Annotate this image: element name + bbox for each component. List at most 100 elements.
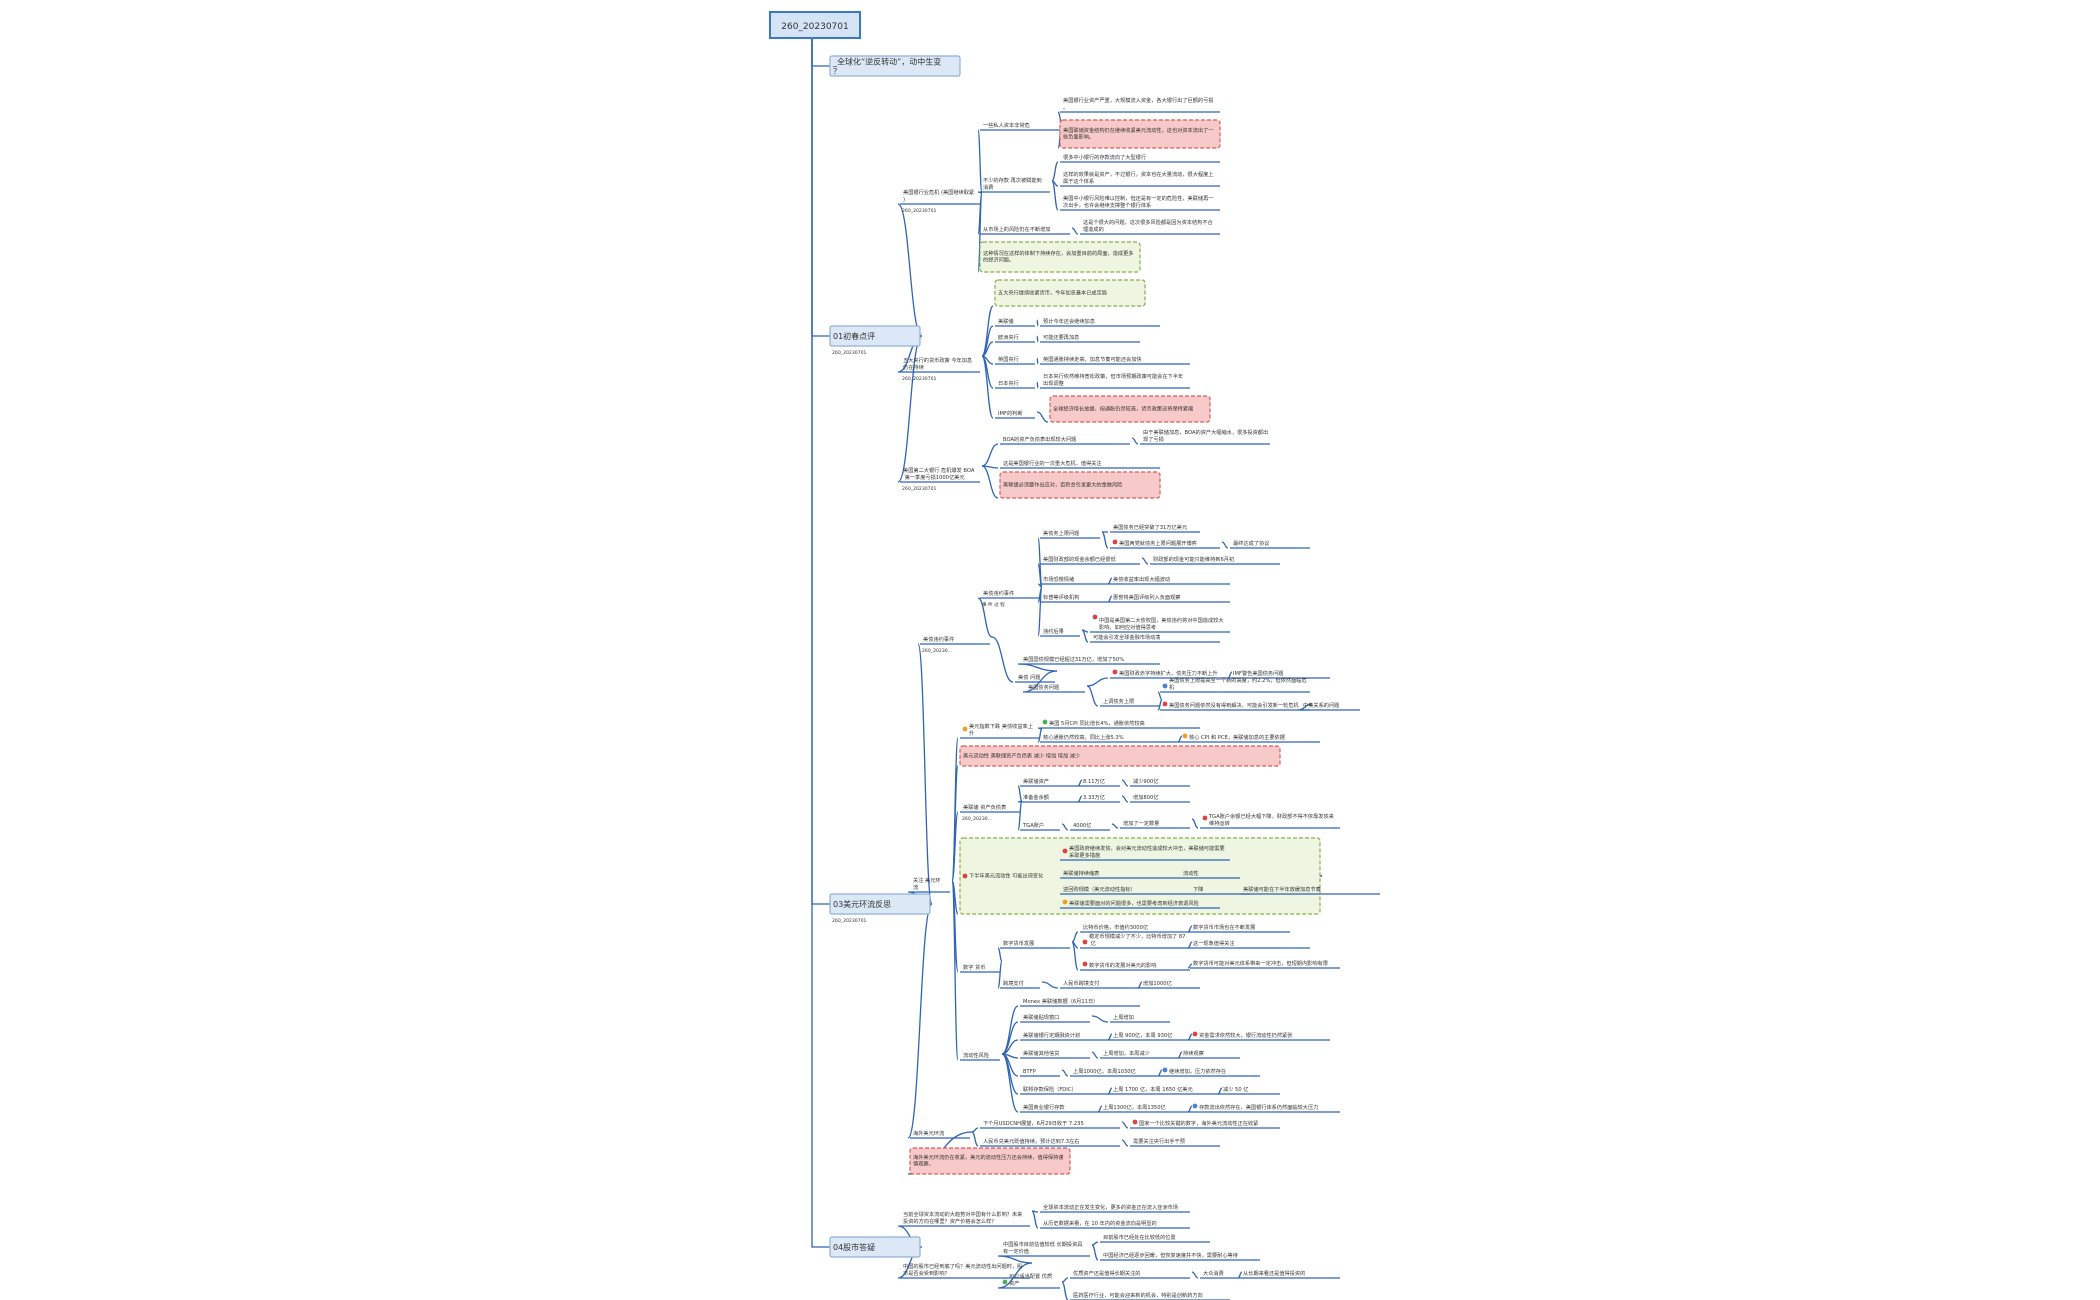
node-b2b3b2[interactable]: 增加800亿 [1130,793,1190,803]
node-b1b4[interactable]: 日本央行 [995,379,1035,389]
node-b2b3c3[interactable]: TGA账户余额已经大幅下降，财政部不得不依靠发债来维持运转 [1200,812,1340,829]
node-b2a1d[interactable]: 标普等评级机构 [1040,593,1110,603]
node-b3[interactable]: 04股市答疑 [829,1236,921,1258]
node-b2a1b1[interactable]: 财政部的现金可能只能维持到6月初 [1150,555,1280,565]
node-b2b6b1[interactable]: 上周 900亿，本周 930亿 [1110,1031,1190,1041]
node-b3b2a[interactable]: 优质资产还是值得长期关注的 [1070,1269,1190,1279]
node-b2b3[interactable]: 美联储 资产负债表260_20230... [960,803,1020,822]
node-b2b5a2[interactable]: 稳定币规模减少了不少，比特币增加了 87 亿 [1080,932,1190,949]
node-b3b2[interactable]: 可以适当配置 优质资产 [1000,1272,1060,1289]
node-b2b1[interactable]: 美元指数下跌 美债收益率上升 [960,722,1040,739]
node-b1c[interactable]: 美国第二大银行 危机爆发 BOA 第一季度亏损1000亿美元260_202307… [900,466,980,492]
node-b1a3a[interactable]: 这是个很大的问题，这次很多风险都是因为资本结构不合理造成的 [1080,218,1220,235]
node-b2b6e2[interactable]: 减少 50 亿 [1220,1085,1280,1095]
node-b2c1[interactable]: 下个月USDCNH展望，6月29日收于 7.235 [980,1119,1120,1129]
node-b2b3a1[interactable]: 8.11万亿 [1080,777,1120,787]
node-b2a1a1[interactable]: 美国债务已经突破了31万亿美元 [1110,523,1200,533]
node-b2b1b[interactable]: 核心通胀仍然较高，同比上涨5.3% [1040,733,1180,743]
node-b1a2b[interactable]: 这样的效果就是资产，不过银行，资本也在大量流动，很大程度上属于这个体系 [1060,170,1220,187]
node-b2b6e[interactable]: 联邦存款保险（FDIC） [1020,1085,1110,1095]
node-b2b4[interactable]: 下半年美元流动性 可能出现变化 [959,837,1321,915]
node-b2b5a3[interactable]: 数字货币的发展对美元的影响 [1080,961,1190,971]
node-b2b3c2[interactable]: 增加了一定数量 [1120,819,1190,829]
node-b1b2a[interactable]: 可能还要再加息 [1040,333,1140,343]
node-b2b6c2[interactable]: 持续观察 [1180,1049,1240,1059]
node-b2a2a[interactable]: 美国国债规模已经超过31万亿，增加了50% [1020,655,1160,665]
node-b2a1a2[interactable]: 美国两党就债务上限问题展开博弈 [1110,539,1220,549]
node-b2b6[interactable]: 流动性风险 [960,1051,1000,1061]
node-b1a3[interactable]: 从市场上的风险仍在不断增加 [980,225,1070,235]
node-b1a2[interactable]: 不少的存款 再次被赋能到消费 [980,176,1050,193]
node-b2b6e1[interactable]: 上周 1700 亿，本周 1650 亿美元 [1110,1085,1220,1095]
node-b1c1[interactable]: BOA的资产负债表出现较大问题 [1000,435,1130,445]
node-b2a1a2x[interactable]: 最终达成了协议 [1230,539,1310,549]
node-b1b1[interactable]: 美联储 [995,317,1035,327]
node-b2a1d1[interactable]: 惠誉将美国评级列入负面观察 [1110,593,1230,603]
node-b1b5a[interactable]: 全球经济增长放缓，但通胀仍然较高，货币政策还将保持紧缩 [1049,395,1211,423]
node-b1b2[interactable]: 欧洲央行 [995,333,1035,343]
node-b2b3b[interactable]: 准备金余额 [1020,793,1080,803]
node-b2a1a[interactable]: 美债务上限问题 [1040,529,1100,539]
node-b2a1e2[interactable]: 可能会引发全球金融市场动荡 [1090,633,1220,643]
node-b2a1c1[interactable]: 美债收益率出现大幅波动 [1110,575,1230,585]
node-b1a[interactable]: 美国银行业危机 (美国继续取紧)260_20230701 [900,188,980,214]
node-b1b3[interactable]: 英国央行 [995,355,1035,365]
node-b2b6c1[interactable]: 上周增加，本周减少 [1100,1049,1180,1059]
node-b3a2[interactable]: 从历史数据来看，在 10 年内的资金流向是明显的 [1040,1219,1190,1229]
node-b2b6b2[interactable]: 资金需求依然较大，银行流动性仍然紧张 [1190,1031,1330,1041]
node-b2a[interactable]: 美债违约事件260_20230... [920,635,990,654]
node-b2b4bx[interactable]: 流动性 [1180,869,1240,879]
node-b2a2b[interactable]: 美国债务问题 [1025,683,1085,693]
node-b3b1a[interactable]: 目前股市已经处在比较低的位置 [1100,1233,1210,1243]
node-b2b5b1x[interactable]: 增加1000亿 [1140,979,1200,989]
node-b2a2b2bx[interactable]: 中美关系的问题 [1300,701,1360,711]
node-b2b5a1[interactable]: 比特币价格，市值约3000亿 [1080,923,1190,933]
node-b1a2c[interactable]: 美国中小银行风险难以控制，但还是有一定的危险性，美联储再一次出手，也许会继续支撑… [1060,194,1220,211]
node-b2b3a2[interactable]: 减少900亿 [1130,777,1190,787]
node-b2b6t[interactable]: Monex 美联储数据（6月11日） [1020,997,1140,1007]
node-b2b5a[interactable]: 数字货币发展 [1000,939,1070,949]
root-node[interactable]: 260_20230701 [769,11,861,39]
node-b2b1a[interactable]: 美国 5月CPI 同比增长4%，通胀依然较高 [1040,719,1200,729]
node-b2b3c1[interactable]: 4000亿 [1070,821,1110,831]
node-b1a1a[interactable]: 美国银行业资产严重，大规模流入资金，各大银行出了巨额的亏损。 [1060,96,1220,113]
node-b2a1e[interactable]: 违约后果 [1040,627,1080,637]
node-b2b3a[interactable]: 美联储资产 [1020,777,1080,787]
node-b2b6d[interactable]: BTFP [1020,1069,1060,1077]
node-b1b4a[interactable]: 日本央行依然维持宽松政策，但市场预期政策可能会在下半年出现调整 [1040,372,1190,389]
node-b2a2b2b[interactable]: 美国债务问题依然没有得到解决，可能会引发新一轮危机 [1160,701,1310,711]
node-b2b2[interactable]: 美元流动性 美联储资产负债表 减少 增加 增加 减少 [959,745,1281,767]
node-b2b5b[interactable]: 跨境支付 [1000,979,1040,989]
node-b2b4c[interactable]: 逆回购规模（美元流动性指标） [1060,885,1190,895]
node-b2b4b[interactable]: 美联储持续缩表 [1060,869,1180,879]
node-b2b6a[interactable]: 美联储贴现窗口 [1020,1013,1090,1023]
node-b3b1b[interactable]: 中国经济已经逐步回暖，但恢复速度并不快，需要耐心等待 [1100,1251,1260,1261]
node-b2a2b1[interactable]: 美国财政赤字持续扩大，债务压力不断上升 [1110,669,1230,679]
node-b2b6b[interactable]: 美联储银行定期融资计划 [1020,1031,1110,1041]
node-b2a2b1x[interactable]: IMF警告美国债务问题 [1230,669,1330,679]
node-b1c2[interactable]: 这是美国银行业的一次重大危机，值得关注 [1000,459,1160,469]
node-b2b[interactable]: 关注 美元环流 [910,876,950,893]
node-b2c2x[interactable]: 需要关注央行出手干预 [1130,1137,1220,1147]
node-b1b1a[interactable]: 预计今年还会继续加息 [1040,317,1160,327]
node-b2b6d2[interactable]: 继续增加，压力依然存在 [1160,1067,1260,1077]
node-b2a2b2[interactable]: 上调债务上限 [1100,697,1160,707]
node-b1b5[interactable]: IMF的判断 [995,409,1035,419]
node-b3a[interactable]: 当前全球资本流动的大趋势对中国有什么影响？未来投资的方向在哪里？资产价格会怎么样… [900,1210,1030,1227]
node-b3b2b[interactable]: 医药医疗行业，可能会迎来新的机会，特别是创新药方向 [1070,1291,1230,1300]
node-b2b4a[interactable]: 美国政府继续发债，会对美元流动性造成较大冲击，美联储可能需要采取更多措施 [1060,844,1230,861]
node-b2b5b1[interactable]: 人民币跨境支付 [1060,979,1140,989]
node-b1b3a[interactable]: 英国通胀持续走高，加息节奏可能还会加快 [1040,355,1190,365]
node-b2a2b2a[interactable]: 美国债务上限提高至一个新的高度，约2.2%，但依然面临危机 [1160,676,1310,693]
node-b2b4cxx[interactable]: 美联储可能在下半年放缓加息节奏 [1240,885,1380,895]
node-b2a2[interactable]: 美债 问题 [1015,673,1055,683]
node-b2c3[interactable]: 海外美元环流仍在收紧，美元的流动性压力还会持续，值得保持谨慎观察。 [909,1147,1071,1175]
node-b1a4[interactable]: 这种情况在这样的体制下持续存在，会加重目前的局面，造成更多的经济问题。 [979,241,1141,273]
node-b0[interactable]: _全球化“逆反转动”，动中生变？ [829,55,961,77]
node-b2c[interactable]: 海外美元环流 [910,1129,970,1139]
node-b2b6a1[interactable]: 上周增加 [1110,1013,1170,1023]
node-b3b2ax[interactable]: 大众消费 [1200,1269,1240,1279]
node-b2b6c[interactable]: 美联储其他信贷 [1020,1049,1090,1059]
node-b2b3b1[interactable]: 3.33万亿 [1080,793,1120,803]
